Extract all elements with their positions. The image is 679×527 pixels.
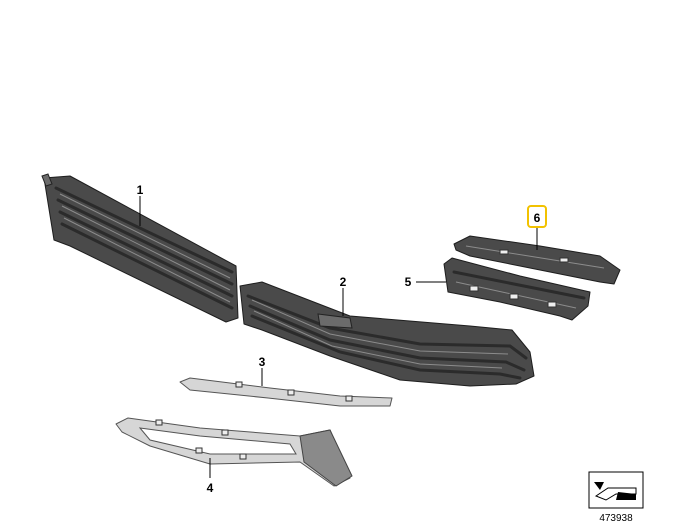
bumper-orientation-icon	[588, 471, 644, 509]
callout-4[interactable]: 4	[207, 481, 214, 495]
callout-2[interactable]: 2	[340, 275, 347, 289]
part-5-bracket[interactable]	[443, 257, 591, 321]
callout-1[interactable]: 1	[137, 183, 144, 197]
callout-6[interactable]: 6	[534, 211, 541, 225]
callout-3[interactable]: 3	[259, 355, 266, 369]
part-4-trim-surround[interactable]	[115, 417, 353, 487]
callout-5[interactable]: 5	[405, 275, 412, 289]
part-2-grille[interactable]	[239, 281, 535, 387]
callout-6-highlight-box	[527, 205, 547, 228]
part-1-grille[interactable]	[41, 173, 239, 323]
part-3-trim-strip[interactable]	[179, 377, 393, 407]
part-6-bracket[interactable]	[453, 235, 621, 285]
reference-number: 473938	[599, 513, 633, 524]
